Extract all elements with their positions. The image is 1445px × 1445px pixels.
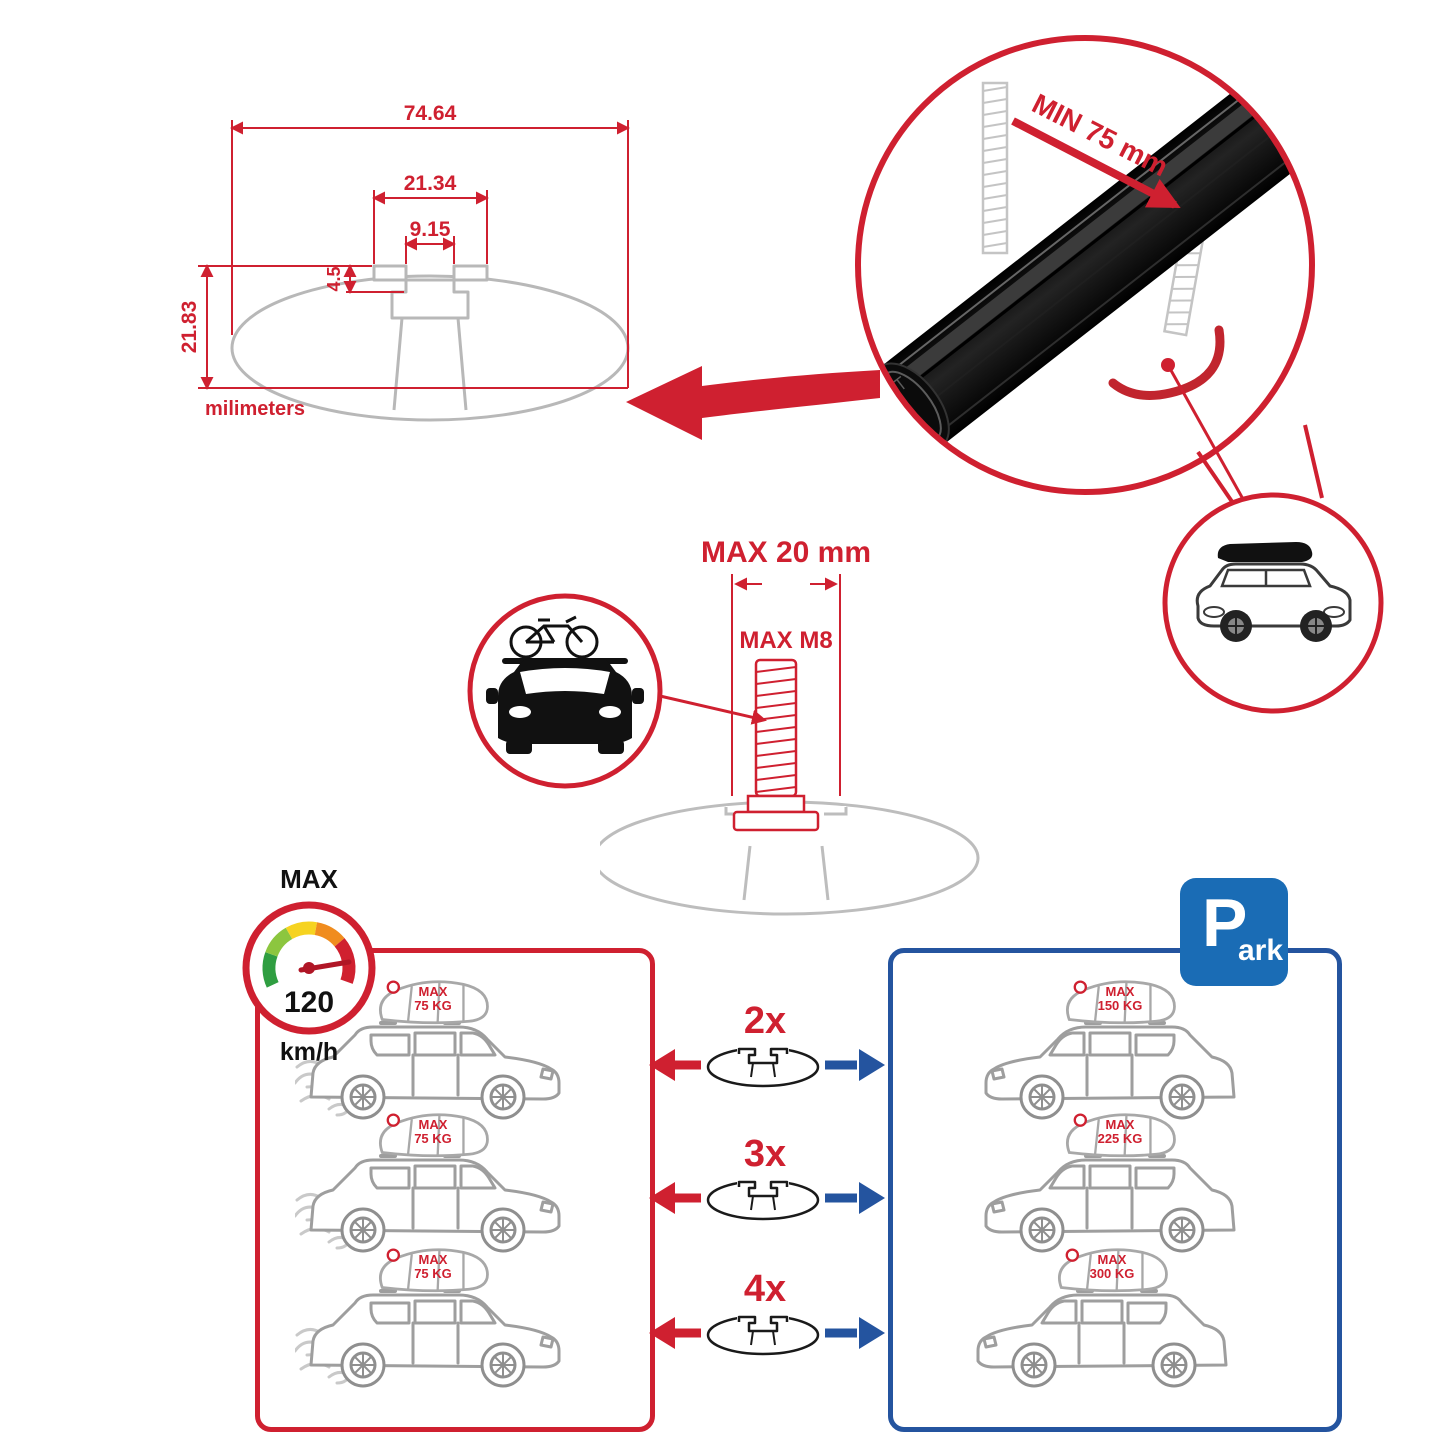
bolt-spec-drawing: MAX 20 mm MAX M8 (600, 536, 980, 916)
moving-car-2: MAX 75 KG (295, 1108, 575, 1258)
blue-arrow-right-icon (859, 1049, 885, 1081)
parked-car-2: MAX 225 KG (970, 1108, 1250, 1258)
blue-arrow-right-icon (859, 1182, 885, 1214)
load-max: MAX (1105, 984, 1135, 999)
speed-value: 120 (284, 986, 334, 1019)
load-kg: 300 KG (1089, 1266, 1135, 1281)
gauge-arc (262, 921, 356, 988)
bicycle-icon (509, 615, 599, 659)
blue-arrow-right-icon (859, 1317, 885, 1349)
clamp-hook (1108, 325, 1225, 400)
dim-lip-depth: 4.5 (324, 266, 344, 291)
bolt-leader-line (659, 694, 767, 725)
multiplier-4x: 4x (743, 1268, 787, 1310)
suv-with-roofbox-icon (1195, 542, 1352, 642)
load-max: MAX (1097, 1252, 1127, 1267)
load-label: MAX 300 KG (1069, 1253, 1155, 1281)
load-label: MAX 75 KG (390, 1253, 476, 1281)
car-front-icon (486, 658, 644, 754)
moving-car-1: MAX 75 KG (295, 975, 575, 1125)
load-max: MAX (1105, 1117, 1135, 1132)
bolt-dimension-lines (731, 574, 841, 796)
dim-slot-width: 9.15 (410, 218, 451, 241)
crossbar-profile-icon (706, 1312, 820, 1356)
load-max: MAX (418, 1117, 448, 1132)
speed-max-label: MAX (280, 870, 338, 894)
zoom-callout-arrow (626, 366, 880, 440)
red-arrow-left-icon (649, 1317, 675, 1349)
suv-roofbox-circle (1162, 492, 1384, 714)
crossbar-cross-section-drawing: 74.64 21.34 9.15 4.5 21.83 milimeters (178, 102, 630, 422)
load-kg: 150 KG (1097, 998, 1143, 1013)
channel-legs (392, 317, 468, 411)
load-kg: 75 KG (414, 1131, 452, 1146)
max-length-label: MAX 20 mm (701, 536, 871, 569)
red-arrow-left-icon (649, 1049, 675, 1081)
crossbar-profile-icon (706, 1044, 820, 1088)
detail-circle-border (855, 35, 1315, 495)
multiplier-3x: 3x (743, 1133, 787, 1175)
parked-car-3: MAX 300 KG (962, 1243, 1242, 1393)
clamp-rod-top (981, 81, 1009, 255)
speedometer: MAX 120 km/h (242, 870, 376, 1066)
connector-row-3 (649, 1312, 885, 1356)
parked-car-1: MAX 150 KG (970, 975, 1250, 1125)
moving-car-3: MAX 75 KG (295, 1243, 575, 1393)
dim-width-total: 74.64 (404, 102, 457, 125)
car-bike-circle (467, 593, 663, 789)
parking-sign: P ark (1180, 878, 1288, 986)
load-label: MAX 75 KG (390, 1118, 476, 1146)
crossbar-detail-circle: MIN 75 mm (855, 35, 1315, 495)
red-arrow-left-icon (649, 1182, 675, 1214)
multiplier-2x: 2x (743, 1000, 787, 1042)
load-label: MAX 225 KG (1077, 1118, 1163, 1146)
dim-height-total: 21.83 (178, 301, 201, 354)
connector-row-2 (649, 1177, 885, 1221)
speed-unit: km/h (280, 1038, 338, 1066)
load-kg: 75 KG (414, 998, 452, 1013)
bolt-icon (732, 658, 820, 832)
load-label: MAX 150 KG (1077, 985, 1163, 1013)
dimension-lines (198, 120, 630, 390)
load-kg: 75 KG (414, 1266, 452, 1281)
load-max: MAX (418, 984, 448, 999)
load-label: MAX 75 KG (390, 985, 476, 1013)
circle-connector-lines (1161, 358, 1324, 509)
max-thread-label: MAX M8 (739, 627, 832, 654)
min-clamp-arrow (1011, 117, 1181, 209)
dim-channel-width: 21.34 (404, 172, 457, 195)
load-max: MAX (418, 1252, 448, 1267)
connector-row-1 (649, 1044, 885, 1088)
crossbar-profile-icon (706, 1177, 820, 1221)
units-label: milimeters (205, 398, 305, 420)
t-slot-channel (372, 264, 489, 320)
parking-letter: P (1202, 885, 1248, 961)
load-kg: 225 KG (1097, 1131, 1143, 1146)
parking-rest: ark (1238, 934, 1284, 967)
